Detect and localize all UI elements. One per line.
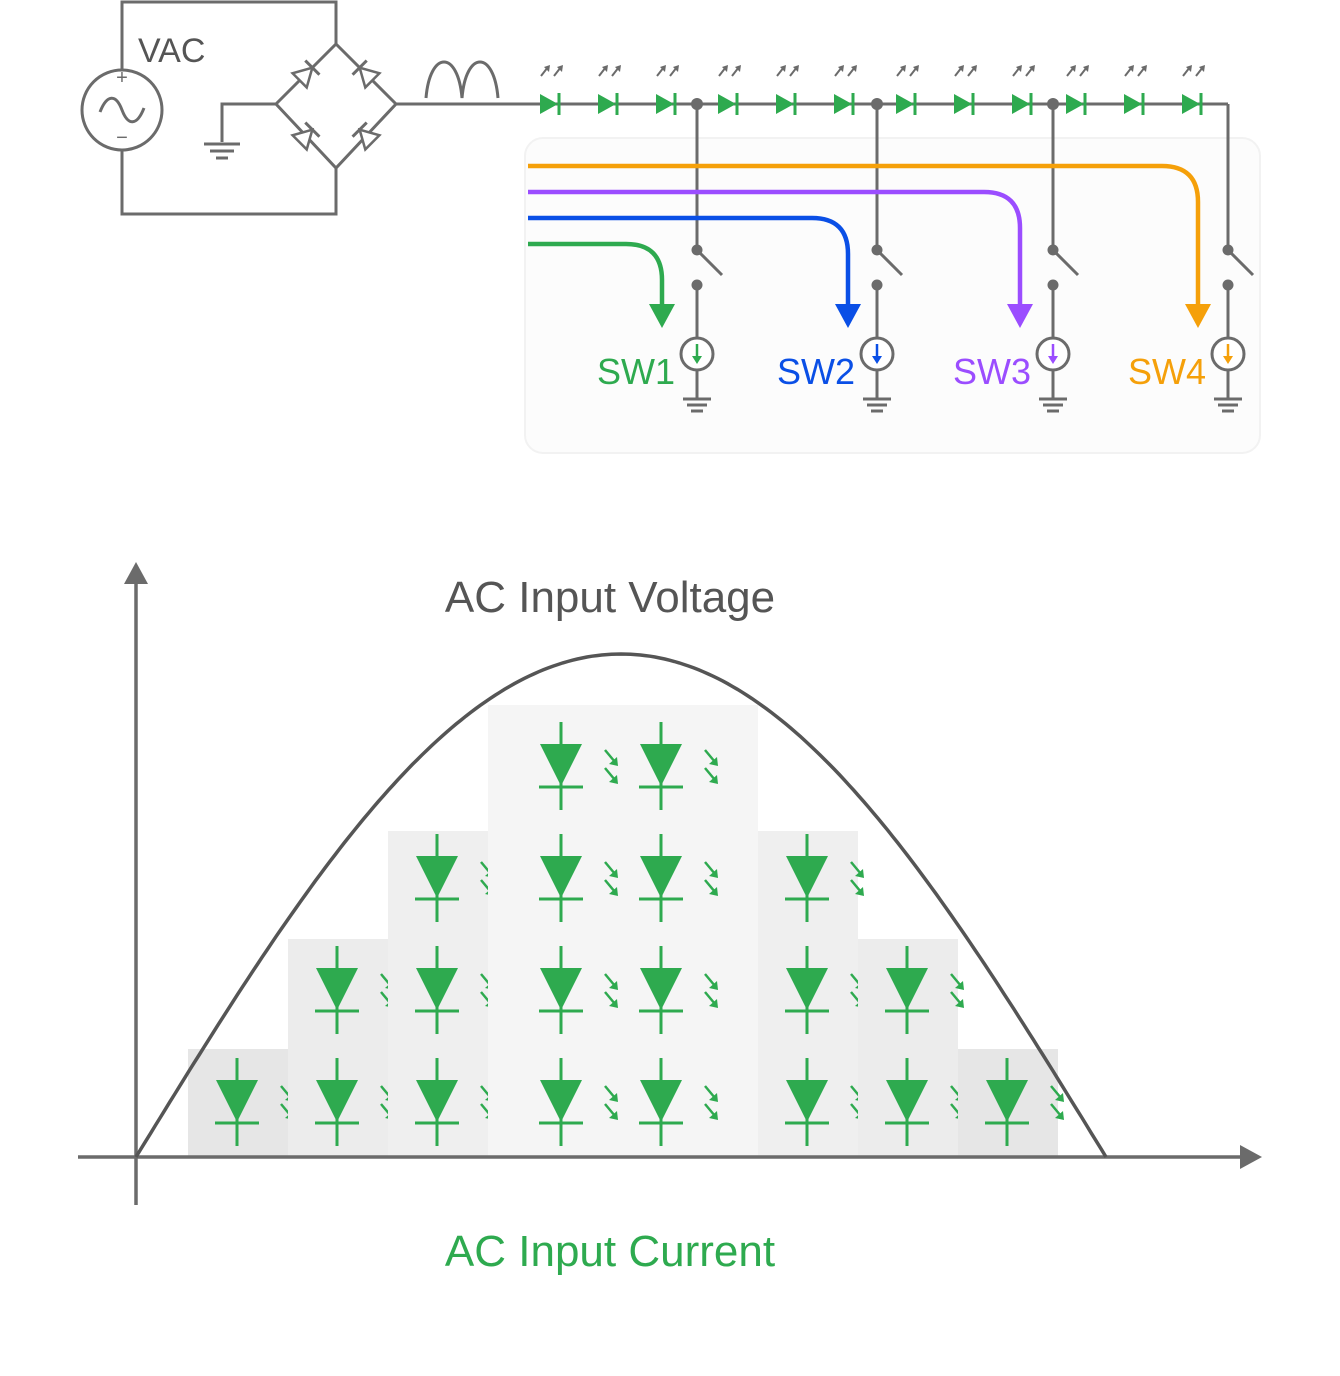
minus-sign: −: [116, 127, 128, 149]
current-stage-block: [188, 1049, 294, 1157]
current-path-arrow: [528, 215, 851, 306]
source-return-wire: [120, 150, 338, 216]
bus-led-icon: [834, 65, 857, 115]
arrowhead-icon: [1185, 304, 1211, 328]
rectified-wave-icon: [424, 60, 500, 99]
switch-group: SW1 SW2 SW3 SW4: [528, 98, 1255, 413]
current-path-arrow: [528, 241, 665, 306]
arrowhead-icon: [835, 304, 861, 328]
ground-icon: [863, 397, 891, 413]
current-source-icon: [1210, 336, 1246, 372]
x-axis-arrow: [1240, 1145, 1262, 1169]
led-icon: [539, 946, 618, 1034]
led-icon: [315, 1058, 394, 1146]
current-stage-block: [758, 831, 864, 1157]
switch-4: SW4: [528, 163, 1255, 413]
current-source-icon: [1035, 336, 1071, 372]
ground-symbol: [204, 142, 240, 160]
bus-led-icon: [1124, 65, 1147, 115]
bus-led-icon: [540, 65, 563, 115]
bus-led-icon: [656, 65, 679, 115]
current-stage-block: [388, 831, 494, 1157]
led-icon: [639, 1058, 718, 1146]
arrowhead-icon: [1007, 304, 1033, 328]
led-icon: [639, 722, 718, 810]
switch-label: SW3: [953, 351, 1031, 392]
led-string: [540, 65, 1205, 115]
led-icon: [885, 946, 964, 1034]
bus-led-icon: [598, 65, 621, 115]
switch-label: SW1: [597, 351, 675, 392]
current-stage-block: [858, 939, 964, 1157]
led-icon: [985, 1058, 1064, 1146]
ground-wire: [220, 102, 276, 142]
ground-icon: [1039, 397, 1067, 413]
switch-panel-background: [524, 137, 1261, 454]
ground-icon: [1214, 397, 1242, 413]
led-icon: [539, 1058, 618, 1146]
source-wire: [120, 0, 338, 70]
bus-led-icon: [896, 65, 919, 115]
led-driver-circuit: + − VAC: [80, 0, 1261, 454]
led-icon: [639, 946, 718, 1034]
switch-1: SW1: [528, 98, 724, 413]
bridge-rectifier: [273, 41, 399, 171]
bus-led-icon: [1012, 65, 1035, 115]
bus-led-icon: [1182, 65, 1205, 115]
voltage-current-graph: AC Input Voltage AC Input Current: [78, 562, 1262, 1276]
led-icon: [539, 722, 618, 810]
led-icon: [539, 834, 618, 922]
switch-2: SW2: [528, 98, 904, 413]
y-axis-arrow: [124, 562, 148, 584]
source-label: VAC: [138, 32, 205, 70]
voltage-curve: [134, 652, 1108, 1158]
current-label: AC Input Current: [445, 1227, 775, 1276]
arrowhead-icon: [649, 304, 675, 328]
ac-source-symbol: + −: [80, 67, 164, 152]
voltage-label: AC Input Voltage: [445, 573, 775, 622]
current-stage-block: [488, 705, 758, 1157]
switch-label: SW4: [1128, 351, 1206, 392]
current-path-arrow: [528, 189, 1023, 306]
current-path-arrow: [528, 163, 1201, 306]
current-stage-block: [958, 1049, 1064, 1157]
current-source-icon: [679, 336, 715, 372]
current-stage-block: [288, 939, 394, 1157]
led-icon: [639, 834, 718, 922]
current-stages: [188, 705, 1064, 1157]
bus-led-icon: [954, 65, 977, 115]
bus-led-icon: [776, 65, 799, 115]
ground-icon: [683, 397, 711, 413]
led-icon: [785, 834, 864, 922]
led-icon: [885, 1058, 964, 1146]
plus-sign: +: [116, 67, 128, 89]
bus-led-icon: [718, 65, 741, 115]
current-source-icon: [859, 336, 895, 372]
switch-3: SW3: [528, 98, 1080, 413]
switch-label: SW2: [777, 351, 855, 392]
bus-led-icon: [1066, 65, 1089, 115]
